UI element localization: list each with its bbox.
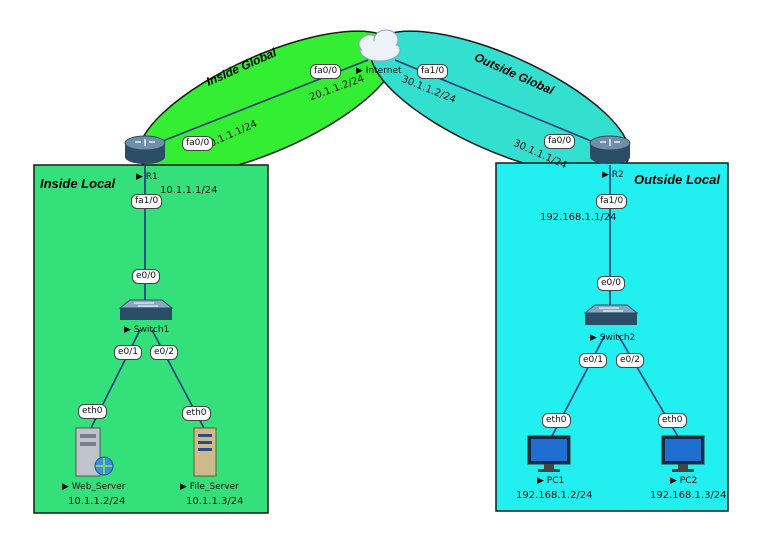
switch1-label: ▶ Switch1 [124,325,169,335]
play-icon: ▶ [124,325,131,335]
outside-local-label: Outside Local [634,172,720,187]
port-web-eth0: eth0 [78,404,107,419]
switch1-name: Switch1 [133,325,170,335]
file-server-icon [193,427,217,477]
pc-icon [661,435,705,472]
web-server-label: ▶ Web_Server [62,482,125,492]
inside-local-label: Inside Local [40,176,116,191]
router-icon [589,135,631,164]
play-icon: ▶ [136,172,143,182]
port-file-eth0: eth0 [182,406,211,421]
pc2-label: ▶ PC2 [670,476,697,486]
r2-label: ▶ R2 [602,170,624,180]
pc1-name: PC1 [546,476,565,486]
ip-pc2: 192.168.1.3/24 [650,490,727,501]
port-sw1-e0-1: e0/1 [114,345,143,360]
play-icon: ▶ [62,482,69,492]
r2-name: R2 [611,170,624,180]
port-r1-fa0-0: fa0/0 [182,136,214,151]
web-server-icon [75,427,114,477]
cloud-icon [358,29,401,62]
play-icon: ▶ [180,482,187,492]
pc2-name: PC2 [679,476,698,486]
port-sw2-e0-2: e0/2 [616,353,645,368]
port-sw1-e0-0: e0/0 [132,269,161,284]
play-icon: ▶ [356,66,363,76]
port-r2-fa1-0: fa1/0 [596,194,628,209]
file-server-label: ▶ File_Server [180,482,239,492]
switch2-name: Switch2 [599,333,636,343]
file-server-name: File_Server [189,482,239,492]
switch2-label: ▶ Switch2 [590,333,635,343]
pc1-label: ▶ PC1 [537,476,564,486]
port-pc2-eth0: eth0 [658,413,687,428]
internet-label: ▶ Internet [356,66,402,76]
play-icon: ▶ [537,476,544,486]
port-sw2-e0-1: e0/1 [579,353,608,368]
port-pc1-eth0: eth0 [542,413,571,428]
ip-pc1: 192.168.1.2/24 [516,490,593,501]
r1-label: ▶ R1 [136,172,158,182]
port-internet-fa1-0: fa1/0 [417,64,449,79]
internet-name: Internet [365,66,402,76]
ip-r2-inside: 192.168.1.1/24 [540,212,617,223]
port-sw1-e0-2: e0/2 [150,345,179,360]
ip-r1-inside: 10.1.1.1/24 [160,185,218,196]
port-sw2-e0-0: e0/0 [597,276,626,291]
play-icon: ▶ [590,333,597,343]
router-icon [124,135,166,164]
play-icon: ▶ [670,476,677,486]
play-icon: ▶ [602,170,609,180]
port-r1-fa1-0: fa1/0 [131,194,163,209]
switch-icon [118,299,174,320]
pc-icon [527,435,571,472]
web-server-name: Web_Server [71,482,126,492]
ip-file-server: 10.1.1.3/24 [186,496,244,507]
port-internet-fa0-0: fa0/0 [310,64,342,79]
port-r2-fa0-0: fa0/0 [544,134,576,149]
switch-icon [583,304,639,325]
ip-web-server: 10.1.1.2/24 [68,496,126,507]
inside-local-zone [33,164,269,514]
r1-name: R1 [145,172,158,182]
